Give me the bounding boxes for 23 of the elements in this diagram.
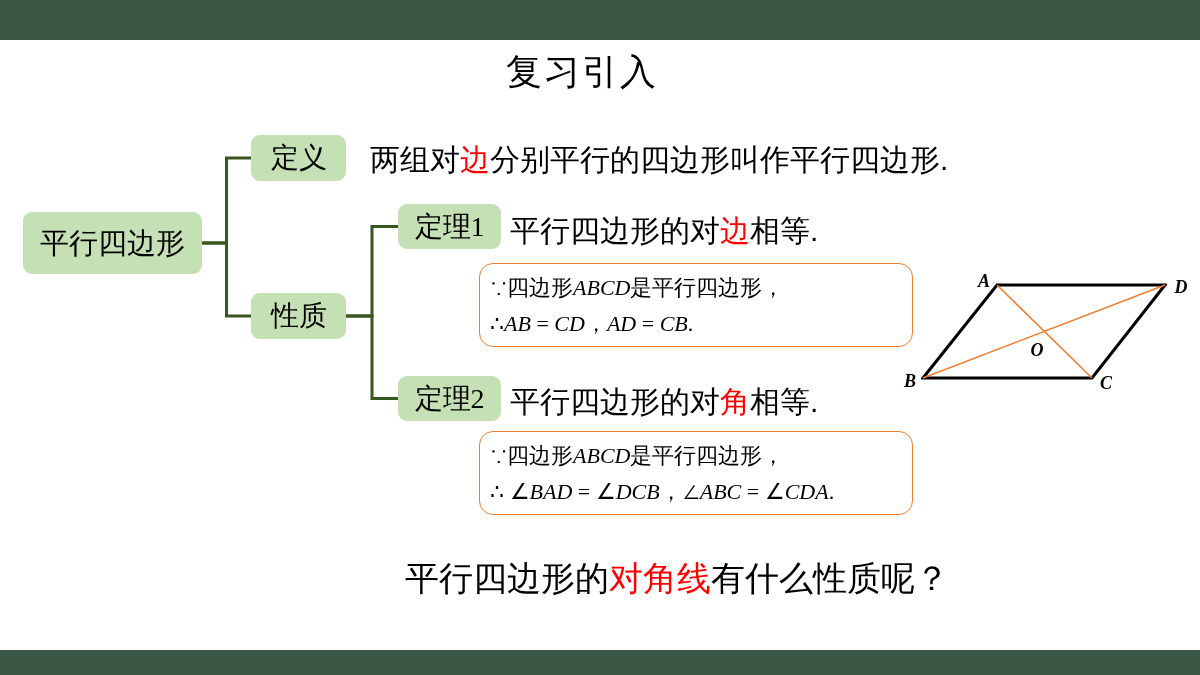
proof-line: ∵四边形ABCD是平行四边形， bbox=[490, 444, 785, 468]
point-label: D bbox=[1174, 278, 1188, 296]
topic-box: 定义 bbox=[251, 135, 346, 181]
question-text: 平行四边形的对角线有什么性质呢？ bbox=[405, 559, 949, 597]
proof-box bbox=[479, 263, 913, 347]
title: 复习引入 bbox=[506, 52, 658, 92]
point-label: A bbox=[978, 272, 990, 290]
topic-box: 性质 bbox=[251, 293, 346, 339]
topic-box: 定理2 bbox=[398, 376, 501, 421]
statement-text: 平行四边形的对角相等. bbox=[510, 386, 819, 418]
proof-box bbox=[479, 431, 913, 515]
point-label: B bbox=[904, 372, 916, 390]
statement-text: 平行四边形的对边相等. bbox=[510, 215, 819, 247]
topic-box: 定理1 bbox=[398, 204, 501, 249]
connector-line bbox=[202, 241, 251, 318]
point-label: C bbox=[1100, 374, 1112, 392]
proof-line: ∴ ∠BAD = ∠DCB，∠ABC = ∠CDA. bbox=[490, 480, 835, 504]
proof-line: ∴AB = CD，AD = CB. bbox=[490, 312, 694, 336]
proof-line: ∵四边形ABCD是平行四边形， bbox=[490, 276, 785, 300]
connector-line bbox=[346, 314, 398, 400]
topic-box: 平行四边形 bbox=[23, 212, 202, 274]
statement-text: 两组对边分别平行的四边形叫作平行四边形. bbox=[370, 144, 949, 176]
point-label: O bbox=[1030, 341, 1044, 359]
